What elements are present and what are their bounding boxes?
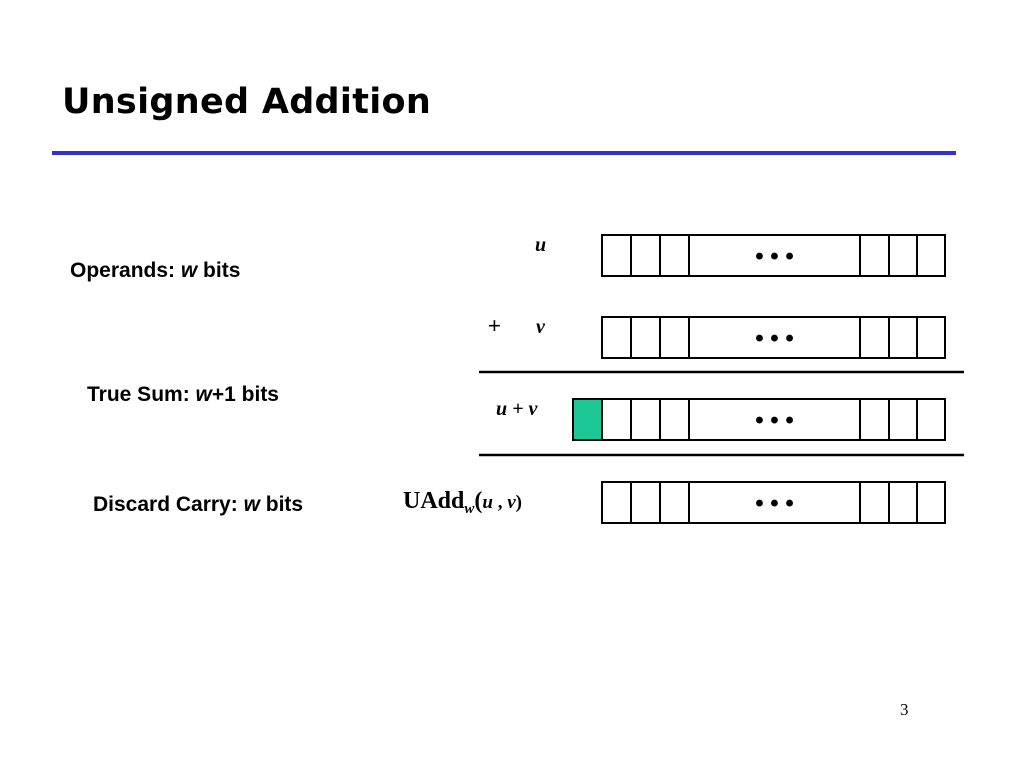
bit-cell	[888, 481, 918, 524]
truesum-prefix: True Sum:	[87, 383, 196, 406]
discard-var: w	[243, 493, 260, 516]
bit-cell	[630, 316, 661, 359]
operands-prefix: Operands:	[70, 259, 181, 282]
bit-cell	[859, 316, 890, 359]
operand-u-label: u	[535, 234, 547, 256]
bit-cell	[630, 234, 661, 277]
ellipsis-dots: • • •	[755, 243, 794, 270]
bit-cell	[630, 398, 661, 441]
bit-cell	[601, 481, 632, 524]
bit-cell	[916, 398, 946, 441]
uadd-u: u	[482, 492, 493, 513]
plus-sign: +	[488, 313, 501, 338]
bit-cell	[659, 316, 690, 359]
slide-title: Unsigned Addition	[62, 82, 432, 122]
ellipsis-dots: • • •	[755, 407, 794, 434]
ellipsis-dots: • • •	[755, 325, 794, 352]
uadd-open-paren: (	[474, 488, 483, 514]
bit-cell	[888, 398, 918, 441]
bit-cell	[630, 481, 661, 524]
bit-cell	[659, 398, 690, 441]
bit-cell	[916, 234, 946, 277]
bit-cell	[859, 481, 890, 524]
sum-label: u + v	[496, 398, 538, 420]
uadd-comma: ,	[492, 492, 508, 513]
bit-cell	[659, 481, 690, 524]
uadd-close-paren: )	[515, 492, 522, 513]
discard-prefix: Discard Carry:	[93, 493, 244, 516]
bit-cell	[916, 481, 946, 524]
ellipsis-dots: • • •	[755, 490, 794, 517]
operands-suffix: bits	[197, 259, 241, 282]
operands-var: w	[180, 259, 198, 282]
operands-label: Operands: w bits	[70, 259, 240, 283]
bit-cell	[888, 316, 918, 359]
truesum-suffix: +1 bits	[211, 383, 279, 406]
bit-cell	[601, 398, 632, 441]
bit-cell	[601, 234, 632, 277]
true-sum-label: True Sum: w+1 bits	[87, 383, 279, 407]
bit-cell	[659, 234, 690, 277]
bit-cell	[859, 398, 890, 441]
uadd-expression: UAddw(u , v)	[403, 488, 522, 518]
operand-v-label: v	[536, 316, 545, 338]
bit-cell	[888, 234, 918, 277]
carry-bit-cell	[572, 398, 603, 441]
bit-cell	[601, 316, 632, 359]
uadd-v: v	[507, 492, 516, 513]
bit-cell	[859, 234, 890, 277]
truesum-var: w	[195, 383, 212, 406]
title-underline	[52, 151, 956, 155]
bit-cell	[916, 316, 946, 359]
discard-carry-label: Discard Carry: w bits	[93, 493, 303, 517]
discard-suffix: bits	[259, 493, 304, 516]
page-number: 3	[900, 700, 909, 719]
uadd-name: UAdd	[403, 488, 465, 514]
uadd-subscript: w	[464, 501, 475, 517]
